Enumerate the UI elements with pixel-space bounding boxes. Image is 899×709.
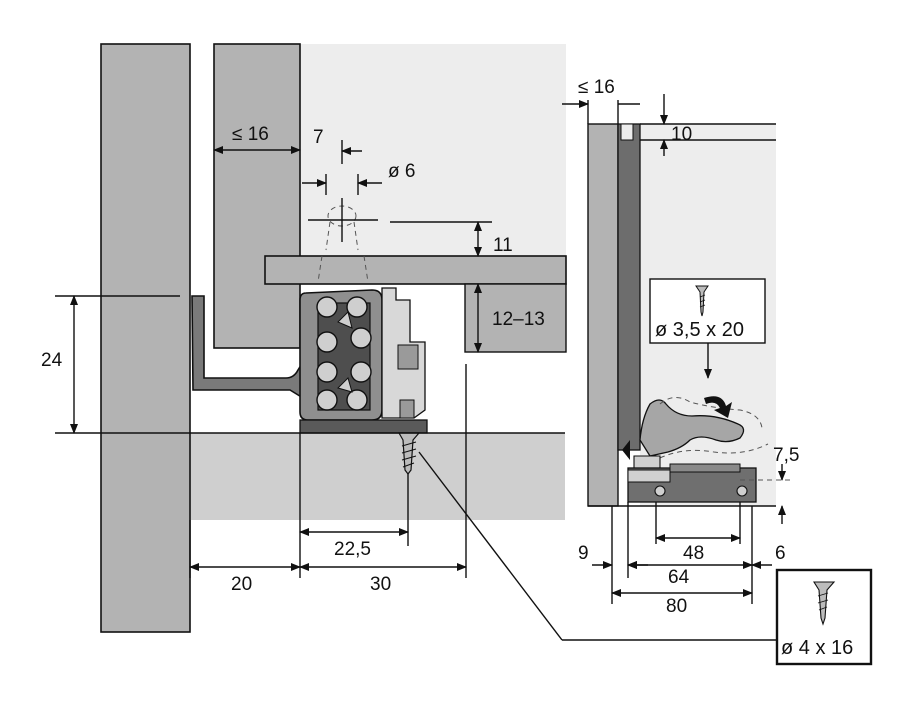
direction-arrow-icon xyxy=(704,396,732,418)
runner-rail-dark xyxy=(617,123,641,451)
dim-runner-screw-offset: 22,5 xyxy=(334,539,371,560)
dim-clip-height: 7,5 xyxy=(773,445,799,466)
drawer-interior xyxy=(300,44,566,256)
dim-runner-height: 24 xyxy=(41,350,63,371)
dim-clip-length-total: 80 xyxy=(666,596,687,617)
runner-base-plate xyxy=(299,419,428,434)
drawer-side-panel xyxy=(213,43,301,349)
dim-hole-offset: 7 xyxy=(313,127,324,148)
dim-clip-length-mid: 64 xyxy=(668,567,690,588)
cabinet-bottom-panel xyxy=(190,433,565,520)
clip-screw-callout-box xyxy=(649,278,766,344)
screw-icon-runner xyxy=(813,581,836,626)
dim-top-offset: 10 xyxy=(671,124,692,145)
cabinet-side-panel xyxy=(100,43,191,633)
dim-bottom-thickness: 11 xyxy=(493,235,513,256)
dim-runner-depth: 30 xyxy=(370,574,391,595)
left-section-view: ≤ 16 7 ø 6 11 12–13 24 22,5 20 xyxy=(41,43,777,641)
front-fixing-clip xyxy=(622,397,769,503)
runner-screw-label: ø 4 x 16 xyxy=(781,637,853,659)
drawer-bottom-board xyxy=(264,255,567,285)
dim-bottom-recess: 12–13 xyxy=(492,309,545,330)
dowel-hole-symbol xyxy=(308,198,378,283)
dim-side-thickness-left: ≤ 16 xyxy=(232,124,269,145)
dim-cabinet-setback: 20 xyxy=(231,574,252,595)
dim-side-thickness-right: ≤ 16 xyxy=(578,77,615,98)
runner-profile xyxy=(299,289,383,421)
dim-hole-spacing: 48 xyxy=(683,543,704,564)
drawer-front-panel xyxy=(587,123,619,507)
runner-locking-device xyxy=(381,287,426,419)
runner-screw xyxy=(397,432,421,475)
dim-front-offset: 6 xyxy=(775,543,786,564)
screw-icon-clip xyxy=(695,285,709,317)
dim-rear-offset: 9 xyxy=(578,543,589,564)
clip-screw-label: ø 3,5 x 20 xyxy=(655,319,744,341)
dim-hole-diameter: ø 6 xyxy=(388,161,415,182)
right-section-view: ø 3,5 x 20 ≤ 16 10 7,5 9 48 6 xyxy=(562,77,873,666)
